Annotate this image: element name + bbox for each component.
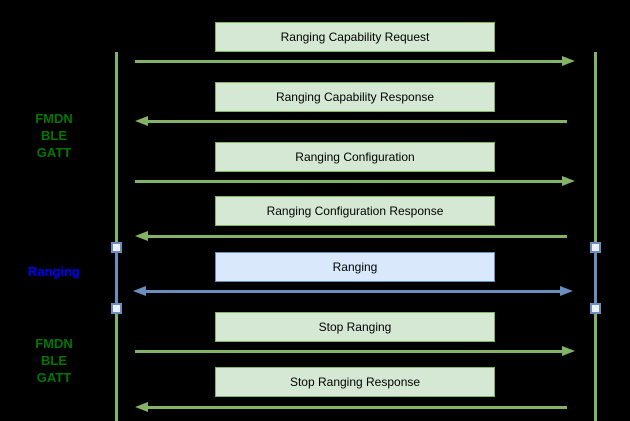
left-activation-bar <box>115 248 118 308</box>
phase-label-line: GATT <box>36 370 72 385</box>
phase-label-line: Ranging <box>28 264 80 279</box>
phase-label-line: GATT <box>36 145 72 160</box>
arrow-bidirectional-icon <box>133 286 573 297</box>
phase-label-fmdn-ble-gatt-bottom: FMDN BLE GATT <box>13 335 95 386</box>
activation-end-node <box>590 303 601 314</box>
arrow-line <box>135 180 564 183</box>
phase-label-line: BLE <box>41 128 67 143</box>
arrow-left-icon <box>135 116 575 127</box>
arrow-right-icon <box>135 56 575 67</box>
arrow-left-icon <box>135 231 575 242</box>
message-box-stop-ranging: Stop Ranging <box>215 312 495 342</box>
phase-label-line: FMDN <box>35 111 73 126</box>
arrow-line <box>144 290 562 293</box>
message-box-ranging: Ranging <box>215 252 495 282</box>
message-box-ranging-capability-response: Ranging Capability Response <box>215 82 495 112</box>
phase-label-ranging: Ranging <box>13 264 95 280</box>
arrow-left-icon <box>135 402 575 413</box>
arrow-line <box>135 60 564 63</box>
activation-end-node <box>111 303 122 314</box>
arrow-line <box>146 120 567 123</box>
phase-label-fmdn-ble-gatt-top: FMDN BLE GATT <box>13 110 95 161</box>
arrow-right-icon <box>135 176 575 187</box>
activation-start-node <box>111 242 122 253</box>
right-lifeline <box>594 52 597 421</box>
phase-label-line: FMDN <box>35 336 73 351</box>
arrow-right-icon <box>135 346 575 357</box>
right-activation-bar <box>594 248 597 308</box>
arrow-line <box>146 235 567 238</box>
arrow-line <box>146 406 567 409</box>
left-lifeline <box>115 52 118 421</box>
message-box-ranging-configuration: Ranging Configuration <box>215 142 495 172</box>
message-box-ranging-capability-request: Ranging Capability Request <box>215 22 495 52</box>
arrow-line <box>135 350 564 353</box>
activation-start-node <box>590 242 601 253</box>
phase-label-line: BLE <box>41 353 67 368</box>
message-box-ranging-configuration-response: Ranging Configuration Response <box>215 196 495 226</box>
message-box-stop-ranging-response: Stop Ranging Response <box>215 367 495 397</box>
